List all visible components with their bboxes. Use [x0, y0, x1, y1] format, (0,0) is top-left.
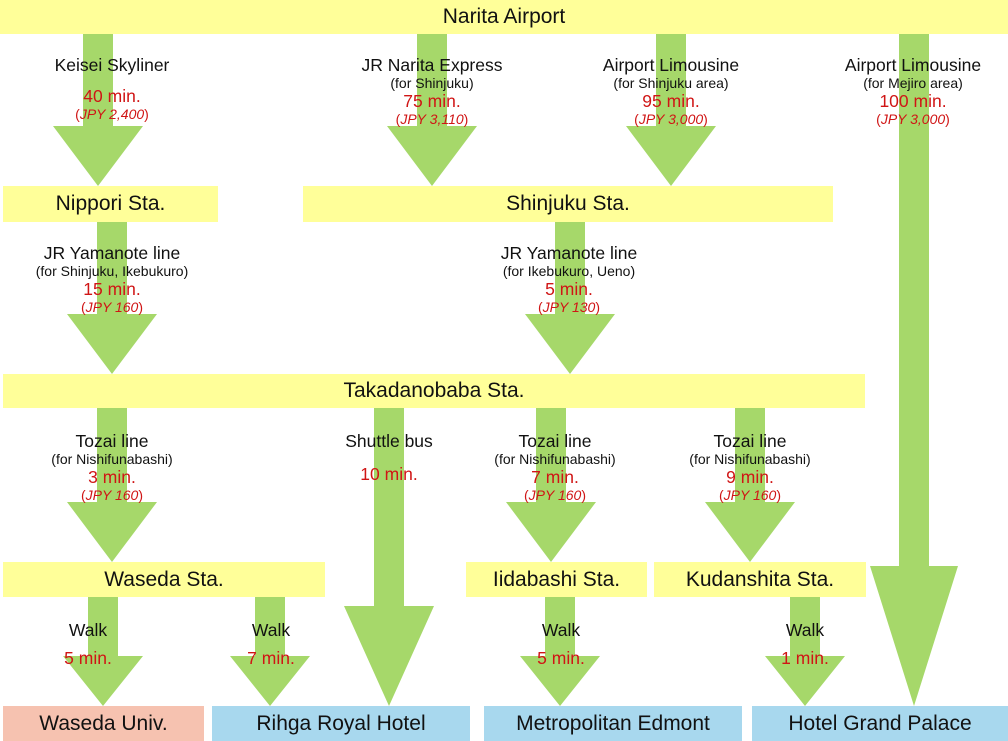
route-walk-to-metropolitan: Walk 5 min. [511, 620, 611, 668]
route-tozai-to-iidabashi: Tozai line (for Nishifunabashi) 7 min. (… [455, 431, 655, 503]
route-time: 7 min. [531, 467, 579, 488]
arrow-limousine-mejiro [870, 34, 958, 706]
route-fare: (JPY 160) [80, 487, 143, 504]
station-takadanobaba: Takadanobaba Sta. [3, 374, 865, 408]
route-fare: (JPY 160) [80, 299, 143, 316]
route-name: Tozai line [713, 431, 787, 451]
route-time: 40 min. [83, 86, 141, 107]
station-kudanshita: Kudanshita Sta. [654, 562, 866, 597]
station-narita-airport: Narita Airport [0, 0, 1008, 34]
route-keisei-skyliner: Keisei Skyliner 40 min. (JPY 2,400) [12, 55, 212, 122]
arrow-tozai-kudanshita [705, 408, 795, 562]
route-time: 100 min. [879, 91, 947, 112]
station-iidabashi: Iidabashi Sta. [466, 562, 647, 597]
route-yamanote-from-nippori: JR Yamanote line (for Shinjuku, Ikebukur… [2, 243, 222, 315]
route-time: 5 min. [537, 648, 585, 669]
route-name: Walk [785, 620, 825, 640]
route-fare: (JPY 3,000) [634, 111, 708, 128]
station-shinjuku: Shinjuku Sta. [303, 186, 833, 222]
route-fare: (JPY 160) [718, 487, 781, 504]
route-tozai-to-waseda: Tozai line (for Nishifunabashi) 3 min. (… [12, 431, 212, 503]
route-time: 95 min. [642, 91, 700, 112]
route-time: 1 min. [781, 648, 829, 669]
route-time: 5 min. [545, 279, 593, 300]
route-direction: (for Shinjuku, Ikebukuro) [35, 263, 189, 280]
route-tozai-to-kudanshita: Tozai line (for Nishifunabashi) 9 min. (… [650, 431, 850, 503]
route-name: Tozai line [75, 431, 149, 451]
arrow-tozai-waseda [67, 408, 157, 562]
arrow-walk-waseda-univ [63, 597, 143, 706]
route-airport-limousine-shinjuku: Airport Limousine (for Shinjuku area) 95… [571, 55, 771, 127]
route-fare: (JPY 2,400) [75, 106, 149, 123]
route-yamanote-from-shinjuku: JR Yamanote line (for Ikebukuro, Ueno) 5… [469, 243, 669, 315]
route-direction: (for Nishifunabashi) [689, 451, 811, 468]
route-name: JR Yamanote line [43, 243, 181, 263]
route-name: Airport Limousine [602, 55, 740, 75]
route-name: JR Narita Express [361, 55, 503, 75]
arrow-walk-metropolitan [520, 597, 600, 706]
route-time: 3 min. [88, 467, 136, 488]
arrow-tozai-iidabashi [506, 408, 596, 562]
arrow-yamanote-nippori [67, 222, 157, 374]
route-time: 7 min. [247, 648, 295, 669]
route-name: JR Yamanote line [500, 243, 638, 263]
route-time: 5 min. [64, 648, 112, 669]
route-jr-narita-express: JR Narita Express (for Shinjuku) 75 min.… [332, 55, 532, 127]
route-fare: (JPY 3,000) [876, 111, 950, 128]
route-fare: (JPY 3,110) [395, 111, 469, 128]
destination-metropolitan-edmont: Metropolitan Edmont [484, 706, 742, 741]
route-time: 10 min. [360, 464, 418, 485]
route-direction: (for Shinjuku area) [613, 75, 729, 92]
arrow-shuttle-bus [344, 408, 434, 706]
route-fare: (JPY 160) [523, 487, 586, 504]
route-name: Walk [68, 620, 108, 640]
route-name: Walk [541, 620, 581, 640]
route-shuttle-bus: Shuttle bus 10 min. [314, 431, 464, 484]
arrow-skyliner [53, 34, 143, 186]
route-name: Keisei Skyliner [54, 55, 170, 75]
route-name: Shuttle bus [345, 431, 433, 451]
route-airport-limousine-mejiro: Airport Limousine (for Mejiro area) 100 … [813, 55, 1008, 127]
route-direction: (for Nishifunabashi) [494, 451, 616, 468]
route-direction: (for Nishifunabashi) [51, 451, 173, 468]
destination-rihga-royal-hotel: Rihga Royal Hotel [212, 706, 470, 741]
route-time: 9 min. [726, 467, 774, 488]
route-name: Tozai line [518, 431, 592, 451]
route-walk-to-rihga: Walk 7 min. [221, 620, 321, 668]
route-direction: (for Ikebukuro, Ueno) [502, 263, 636, 280]
route-fare: (JPY 130) [537, 299, 600, 316]
station-waseda: Waseda Sta. [3, 562, 325, 597]
arrow-limousine-shinjuku [626, 34, 716, 186]
destination-waseda-univ: Waseda Univ. [3, 706, 204, 741]
route-direction: (for Mejiro area) [863, 75, 963, 92]
arrow-walk-grand-palace [765, 597, 845, 706]
arrow-walk-rihga [230, 597, 310, 706]
route-walk-to-grand-palace: Walk 1 min. [755, 620, 855, 668]
route-time: 75 min. [403, 91, 461, 112]
route-walk-to-waseda-univ: Walk 5 min. [38, 620, 138, 668]
arrow-narita-express [387, 34, 477, 186]
route-time: 15 min. [83, 279, 141, 300]
arrow-yamanote-shinjuku [525, 222, 615, 374]
route-name: Airport Limousine [844, 55, 982, 75]
destination-hotel-grand-palace: Hotel Grand Palace [752, 706, 1008, 741]
station-nippori: Nippori Sta. [3, 186, 218, 222]
route-name: Walk [251, 620, 291, 640]
route-direction: (for Shinjuku) [390, 75, 474, 92]
